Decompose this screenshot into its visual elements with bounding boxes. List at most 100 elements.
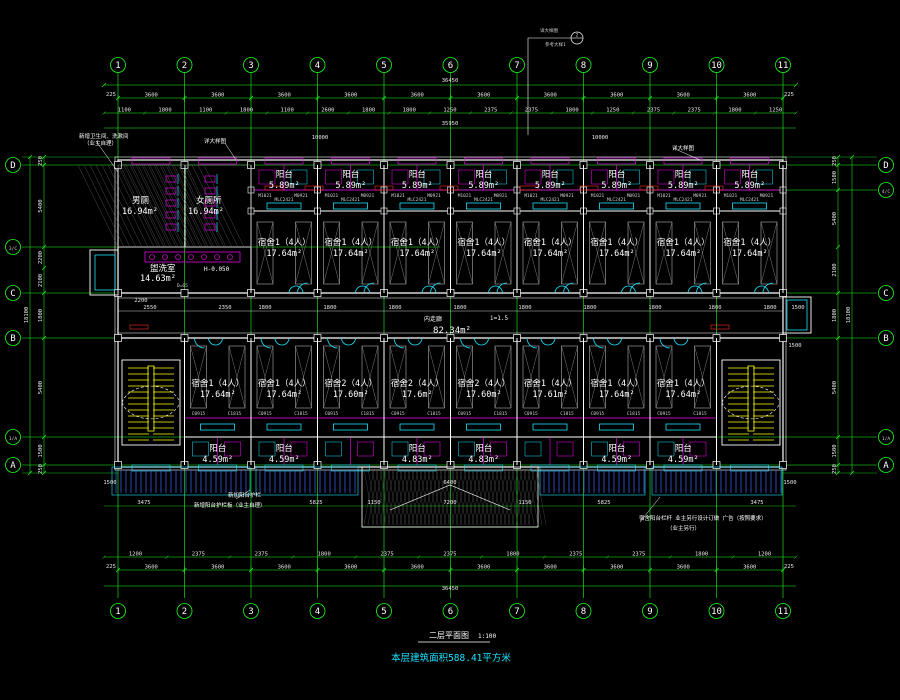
window-top [466, 202, 501, 210]
room-label-bottom: 宿舍2（4人） [391, 378, 444, 389]
dim-value: 3600 [477, 93, 490, 99]
axis-row-label: B [10, 334, 15, 344]
dim-detail: 2375 [569, 552, 582, 558]
hatch [113, 164, 155, 248]
dim-value: 3600 [677, 565, 690, 571]
dim-detail: 2375 [484, 108, 497, 114]
dim-tick [143, 111, 147, 115]
axis-col-label: 11 [778, 61, 789, 71]
dim-edge: 225 [784, 564, 794, 570]
toilet-stall [165, 223, 177, 231]
axis-bubble [309, 603, 326, 619]
axis-col-label: 5 [381, 607, 386, 617]
wardrobe-x [522, 345, 540, 409]
door-tag: MLC2421 [474, 197, 493, 203]
dim-veranda: 5825 [309, 500, 322, 506]
door-tag: C1815 [560, 411, 574, 417]
door-tag: C0915 [657, 411, 671, 417]
left-bay-inner [94, 254, 116, 291]
toilet-stall [204, 211, 216, 219]
red-tag [579, 185, 599, 191]
balcony-label-top: 阳台 [342, 169, 359, 180]
vdim-value: 1500 [832, 444, 838, 457]
balcony-label-bottom: 阳台 [276, 443, 293, 454]
room-area-bottom: 17.64m² [599, 390, 635, 400]
red-tag [704, 185, 724, 191]
axis-bubble [708, 57, 725, 73]
wardrobe [323, 221, 340, 285]
toilet-stall [165, 211, 177, 219]
wardrobe-x [389, 345, 407, 409]
door-tag: M0921 [361, 193, 375, 199]
dim-corridor: 1800 [518, 305, 531, 311]
dim-corridor: 1800 [453, 305, 466, 311]
window-top [266, 202, 302, 210]
shower-fixture [556, 169, 574, 185]
axis-bubble [642, 57, 658, 73]
dim-detail: 1800 [318, 552, 331, 558]
note-right-top: 详大样图 [672, 144, 695, 152]
canopy-hatch [407, 468, 419, 526]
room-area-top: 17.64m² [333, 249, 369, 259]
window-strip-bottom [464, 464, 503, 472]
axis-bubble [176, 603, 193, 619]
wash-basin [214, 254, 220, 260]
shower-fixture [325, 441, 342, 457]
balcony-area-bottom: 4.59m² [668, 455, 699, 465]
wardrobe [494, 345, 512, 409]
door-tag: MLC2421 [341, 197, 360, 203]
dim-tick [668, 555, 672, 559]
wardrobe-x [627, 221, 645, 285]
dim-tick [183, 111, 188, 115]
detail-callout-leader [527, 37, 571, 135]
wardrobe-x [694, 345, 711, 409]
note-leader [639, 496, 661, 523]
hatch [101, 164, 143, 248]
wardrobe [256, 221, 274, 285]
axis-bubble [176, 57, 193, 73]
balcony-area-top: 5.89m² [668, 181, 699, 191]
room-area-bottom: 17.64m² [200, 390, 236, 400]
door-swing [696, 282, 707, 294]
balcony-label-bottom: 阳台 [475, 443, 492, 454]
wardrobe-x [561, 345, 578, 409]
note-bottom-right: 宿舍阳台栏杆 业主另行设计订做 广告（按照要求） [639, 514, 767, 522]
window-bottom [466, 423, 501, 431]
toilet-fixture [290, 441, 308, 457]
toilet-fixture [623, 441, 640, 457]
axis-col-label: 10 [711, 61, 722, 71]
door-tag: C0915 [192, 411, 206, 417]
axis-col-label: 3 [248, 607, 253, 617]
room-area-top: 17.64m² [399, 249, 435, 259]
room-area-top: 17.64m² [732, 249, 768, 259]
axis-row-label: 4/C [882, 189, 890, 195]
window-strip-bottom [597, 464, 636, 472]
axis-row-label: A [883, 461, 889, 471]
axis-row-label: 3/C [9, 246, 17, 252]
canopy-hatch [403, 468, 415, 526]
dim-corridor: 1800 [258, 305, 271, 311]
toilet-stall [165, 187, 177, 195]
note-top-left-sub: （业主自理） [84, 139, 117, 147]
toilet-fixture [423, 441, 441, 457]
toilet-fixture [258, 169, 276, 185]
wardrobe-x [760, 221, 778, 285]
male-toilet-label: 男厕 [132, 196, 150, 206]
dim-corridor: 1800 [583, 305, 596, 311]
column [779, 334, 787, 342]
wardrobe-x [361, 345, 379, 409]
dim-detail: 1800 [565, 108, 578, 114]
door-tag: M0921 [760, 193, 774, 199]
canopy-hatch [519, 468, 531, 526]
wardrobe-x [190, 345, 207, 409]
hatch [89, 164, 131, 248]
wardrobe-x [722, 221, 739, 285]
veranda-outline [651, 466, 783, 496]
door-tag: M1021 [458, 193, 472, 199]
window-strip-bottom [198, 464, 237, 472]
dim-veranda: 3475 [750, 500, 763, 506]
axis-col-label: 3 [248, 61, 253, 71]
axis-bubble [243, 603, 259, 619]
door-swing [260, 337, 272, 349]
wardrobe-x [256, 345, 274, 409]
